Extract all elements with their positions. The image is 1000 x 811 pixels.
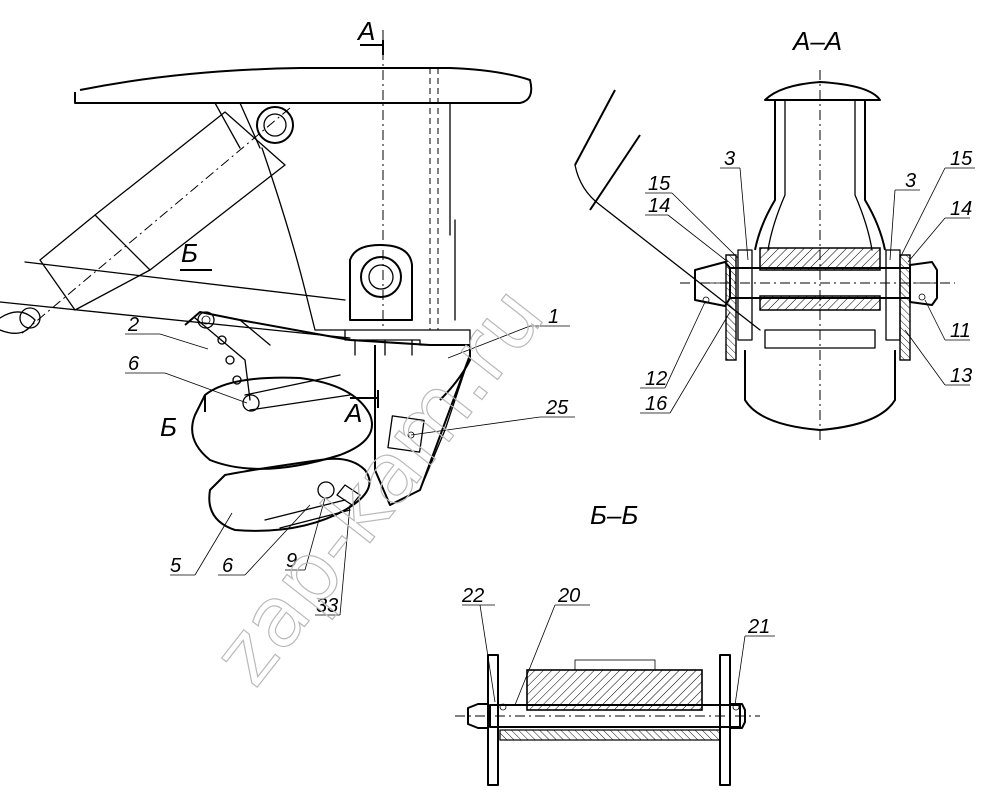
watermark: zap-kam.ru (194, 268, 563, 702)
callout-16: 16 (645, 393, 668, 415)
cut-mark-b-bottom: Б (160, 412, 177, 442)
main-view-leaders (125, 325, 575, 616)
section-aa (574, 70, 955, 440)
callout-15-left: 15 (648, 173, 671, 195)
callout-1: 1 (548, 306, 559, 328)
callout-11: 11 (950, 320, 971, 342)
cut-mark-b-top: Б (181, 238, 198, 268)
section-bb (455, 654, 760, 786)
callout-3-left: 3 (724, 148, 735, 170)
callout-14-left: 14 (648, 195, 670, 217)
section-aa-title: А–А (791, 26, 842, 56)
callout-21: 21 (747, 616, 770, 638)
section-bb-title: Б–Б (590, 500, 638, 530)
callout-14-right: 14 (950, 198, 972, 220)
section-bb-leaders (462, 604, 775, 706)
callout-3-right: 3 (905, 170, 916, 192)
callout-6-upper: 6 (128, 353, 140, 375)
callout-2: 2 (127, 314, 139, 336)
callout-22: 22 (461, 585, 484, 607)
cut-mark-a-mid: А (343, 398, 362, 428)
main-view (0, 30, 533, 532)
callout-33: 33 (316, 595, 338, 617)
callout-20: 20 (557, 585, 580, 607)
callout-15-right: 15 (950, 148, 973, 170)
cut-mark-a-top: А (356, 16, 375, 46)
callout-12: 12 (645, 368, 667, 390)
section-aa-leaders (640, 167, 975, 414)
callout-9: 9 (286, 550, 297, 572)
callout-6-lower: 6 (222, 555, 234, 577)
callout-5: 5 (170, 555, 182, 577)
callout-13: 13 (950, 365, 972, 387)
callout-25: 25 (545, 397, 569, 419)
